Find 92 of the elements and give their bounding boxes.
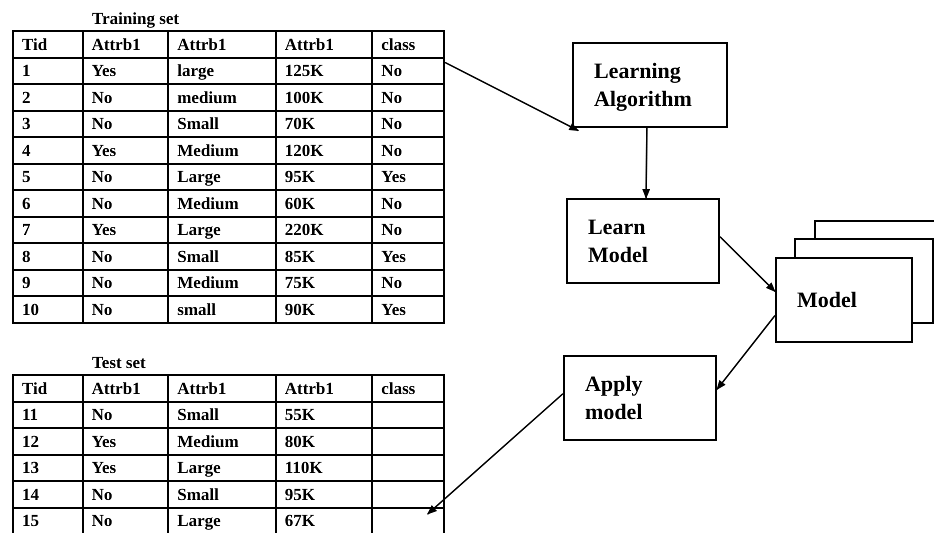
table-cell: No [82,296,168,322]
table-cell: No [372,190,444,216]
table-cell: Attrb1 [168,375,276,402]
table-cell: 1 [13,58,83,84]
table-cell: Medium [168,190,276,216]
table-cell: Yes [82,137,168,164]
table-cell: class [372,375,444,402]
table-cell: Large [168,216,276,243]
table-cell: 13 [13,454,83,481]
table-cell: No [372,58,444,84]
table-cell: 70K [276,110,372,137]
process-box [572,42,728,128]
process-box [775,257,913,343]
table-cell: 60K [276,190,372,216]
table-cell: Yes [82,58,168,84]
table-cell: No [82,164,168,190]
table-cell: 10 [13,296,83,322]
table-cell: No [82,481,168,508]
process-box [563,355,717,441]
table-cell: 75K [276,270,372,296]
table-cell: 90K [276,296,372,322]
table-cell: Yes [372,243,444,270]
table-cell: 120K [276,137,372,164]
table-cell: Tid [13,375,83,402]
table-cell: 2 [13,84,83,110]
table-cell: 14 [13,481,83,508]
table-cell: 7 [13,216,83,243]
table-cell: 11 [13,402,83,428]
table-cell: Yes [372,164,444,190]
box-label: Model [797,286,858,314]
table-cell: No [82,243,168,270]
table-cell: 6 [13,190,83,216]
table-cell: Attrb1 [276,31,372,58]
arrow [642,128,650,199]
arrow [426,393,564,515]
process-box [566,198,720,284]
table-cell: 80K [276,428,372,454]
table-cell: Large [168,454,276,481]
table-cell: Yes [82,428,168,454]
table-cell: No [372,137,444,164]
table-cell: 9 [13,270,83,296]
table-cell: 125K [276,58,372,84]
table-cell: No [372,270,444,296]
table-cell: No [82,270,168,296]
table-cell: No [82,84,168,110]
table-cell: No [372,84,444,110]
table-cell: 5 [13,164,83,190]
table-cell: small [168,296,276,322]
table-cell: No [82,402,168,428]
table-cell: No [82,190,168,216]
table-cell: 15 [13,508,83,533]
table-cell: Tid [13,31,83,58]
arrow [716,314,776,390]
table-cell: No [372,216,444,243]
box-label: Learn Model [588,213,649,269]
table-cell: Small [168,243,276,270]
table-cell: Medium [168,270,276,296]
table-cell: 55K [276,402,372,428]
arrow [719,236,776,292]
table-cell: 95K [276,481,372,508]
table-cell: 110K [276,454,372,481]
table-cell: Yes [82,454,168,481]
table-cell: medium [168,84,276,110]
table-cell: Yes [372,296,444,322]
table-cell: Attrb1 [82,375,168,402]
table-cell: large [168,58,276,84]
table-cell: Yes [82,216,168,243]
table-cell: Small [168,402,276,428]
box-label: Apply model [585,370,644,426]
table-cell: Large [168,164,276,190]
box-label: Learning Algorithm [594,57,693,113]
table-cell: 95K [276,164,372,190]
table-cell: Medium [168,428,276,454]
table-cell: 3 [13,110,83,137]
table-cell: class [372,31,444,58]
table-cell: 12 [13,428,83,454]
table-cell: Small [168,110,276,137]
table-cell: No [82,110,168,137]
table-cell: Attrb1 [82,31,168,58]
table-cell: 220K [276,216,372,243]
table-title: Training set [92,8,180,30]
table-title: Test set [92,352,147,374]
arrow [444,62,580,132]
table-cell: Medium [168,137,276,164]
table-cell: 100K [276,84,372,110]
table-cell: Small [168,481,276,508]
table-cell: 4 [13,137,83,164]
table-cell: 8 [13,243,83,270]
table-cell: Attrb1 [168,31,276,58]
table-cell: Attrb1 [276,375,372,402]
table-cell: No [372,110,444,137]
table-cell: 85K [276,243,372,270]
